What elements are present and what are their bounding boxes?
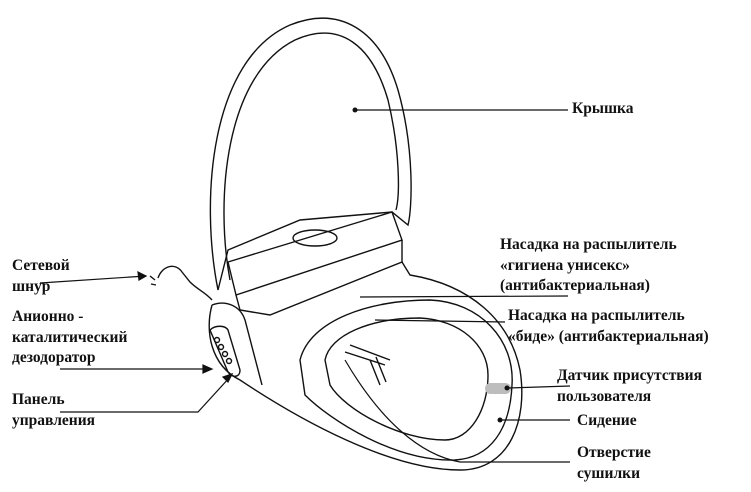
lid-outline bbox=[209, 17, 412, 291]
power-cord bbox=[157, 265, 213, 301]
lid-inner bbox=[223, 32, 400, 281]
hinge-block bbox=[227, 211, 403, 296]
button-icon bbox=[221, 350, 229, 358]
label-unisex-nozzle: Насадка на распылитель«гигиена унисекс»(… bbox=[500, 236, 677, 294]
label-bidet-nozzle: Насадка на распылитель«биде» (антибактер… bbox=[508, 307, 709, 345]
sensor-shape bbox=[485, 383, 511, 394]
seat-bowl bbox=[324, 317, 489, 441]
nozzle bbox=[344, 344, 391, 386]
button-icon bbox=[217, 343, 225, 351]
hinge-oval bbox=[292, 229, 338, 247]
button-icon bbox=[213, 336, 221, 344]
seat-inner-outer bbox=[299, 299, 513, 461]
leader-lines bbox=[39, 109, 571, 463]
seat-outline bbox=[208, 261, 523, 471]
label-lid: Крышка bbox=[572, 100, 634, 117]
label-seat: Сидение bbox=[577, 412, 637, 429]
button-icon bbox=[225, 357, 233, 365]
